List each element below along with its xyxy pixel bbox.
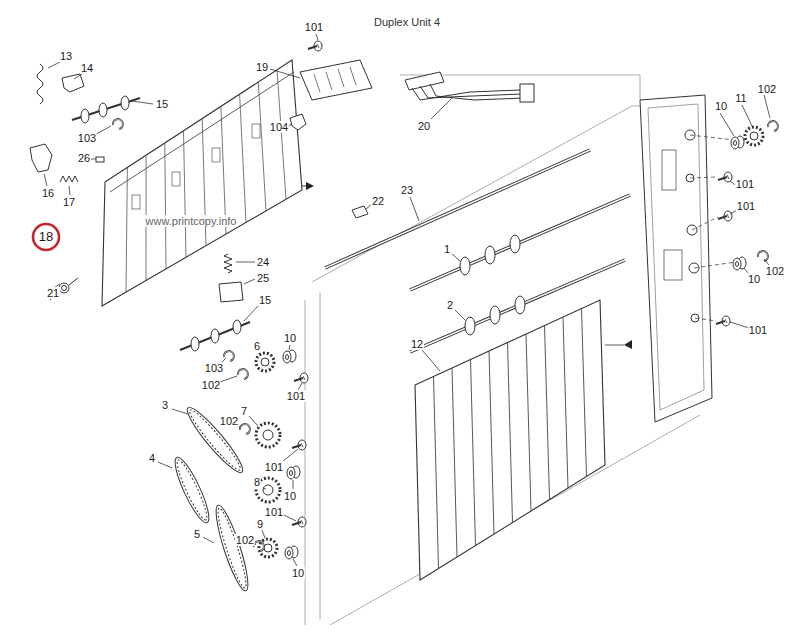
callout-number: 20 xyxy=(417,120,431,132)
callout-number: 17 xyxy=(62,196,76,208)
callout-number: 21 xyxy=(46,287,60,299)
callout-number: 7 xyxy=(240,405,248,417)
callout-number: 26 xyxy=(77,152,91,164)
leader-lines xyxy=(44,34,770,566)
callout-number: 8 xyxy=(253,476,261,488)
watermark: www.printcopy.info xyxy=(145,215,238,227)
red-ring xyxy=(33,224,59,250)
callout-number: 2 xyxy=(446,299,454,311)
side-frame xyxy=(640,95,712,422)
callout-number: 23 xyxy=(400,184,414,196)
callout-number: 19 xyxy=(255,61,269,73)
callout-number: 12 xyxy=(410,338,424,350)
callout-number: 10 xyxy=(714,100,728,112)
callout-number: 9 xyxy=(256,518,264,530)
callout-number: 102 xyxy=(765,265,785,277)
callout-number: 101 xyxy=(264,461,284,473)
small-parts xyxy=(30,64,250,361)
callout-number: 16 xyxy=(41,187,55,199)
diagram-title: Duplex Unit 4 xyxy=(372,16,442,28)
callout-number: 10 xyxy=(283,332,297,344)
callout-number: 101 xyxy=(264,506,284,518)
guide-plate xyxy=(415,300,632,580)
callout-number: 104 xyxy=(269,121,289,133)
drive-train xyxy=(170,350,308,593)
callout-number: 24 xyxy=(256,256,270,268)
callout-number: 14 xyxy=(80,62,94,74)
callout-number: 25 xyxy=(256,272,270,284)
callout-number: 102 xyxy=(219,415,239,427)
callout-number: 103 xyxy=(77,132,97,144)
callout-number: 101 xyxy=(735,178,755,190)
callout-number: 1 xyxy=(443,243,451,255)
callout-number: 102 xyxy=(235,534,255,546)
callout-number: 10 xyxy=(283,490,297,502)
harness-parts xyxy=(290,41,534,130)
right-parts xyxy=(716,121,778,326)
callout-number: 6 xyxy=(253,340,261,352)
guide-plate xyxy=(102,60,314,306)
highlight-circle: 18 xyxy=(31,222,61,252)
callout-number: 22 xyxy=(371,195,385,207)
callout-number: 10 xyxy=(747,273,761,285)
callout-number: 101 xyxy=(304,21,324,33)
callout-number: 102 xyxy=(201,379,221,391)
callout-number: 13 xyxy=(59,50,73,62)
callout-number: 101 xyxy=(286,390,306,402)
callout-number: 15 xyxy=(258,294,272,306)
callout-number: 101 xyxy=(748,324,768,336)
callout-number: 5 xyxy=(193,528,201,540)
callout-number: 15 xyxy=(155,98,169,110)
rear-frame xyxy=(305,75,700,625)
callout-number: 102 xyxy=(757,83,777,95)
callout-number: 103 xyxy=(204,362,224,374)
callout-number: 10 xyxy=(291,567,305,579)
callout-number: 3 xyxy=(161,399,169,411)
callout-number: 4 xyxy=(148,452,156,464)
callout-number: 18 xyxy=(39,230,53,244)
callout-number: 11 xyxy=(734,92,747,104)
callout-number: 101 xyxy=(736,200,756,212)
